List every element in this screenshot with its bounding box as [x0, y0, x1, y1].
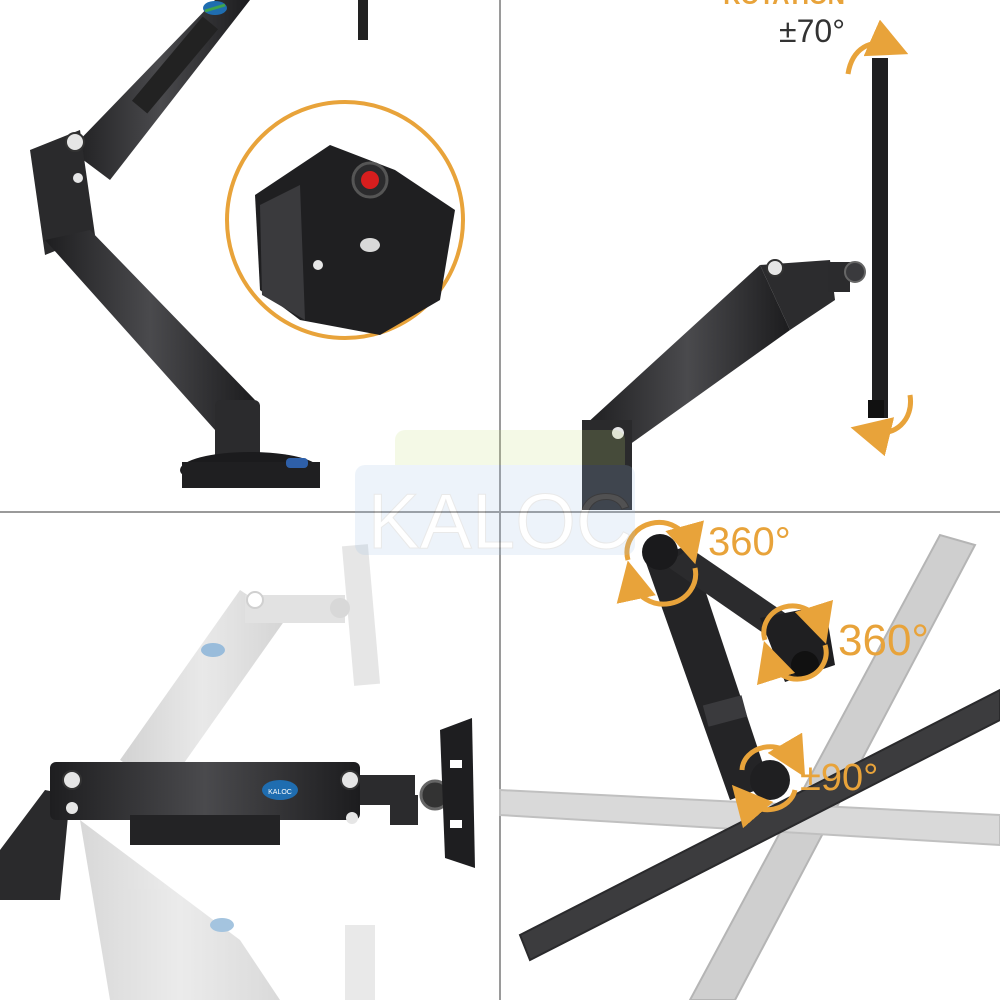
- vesa-slot-lower: [450, 820, 462, 828]
- vesa-plate: [440, 718, 475, 868]
- panel-bottom-left: KALOC: [0, 544, 475, 1000]
- zoomed-screw: [313, 260, 323, 270]
- column-screw: [612, 427, 624, 439]
- forearm-knuckle: [390, 795, 418, 825]
- monitor-ghost-diagonal: [688, 533, 977, 1000]
- kaloc-badge-text: KALOC: [268, 789, 292, 796]
- arm-screw-left-small: [66, 802, 78, 814]
- arm-main-segment: [585, 265, 790, 455]
- arm-column: [582, 420, 632, 510]
- monitor-side-profile: [872, 58, 888, 418]
- arm-screw-right-small: [346, 812, 358, 824]
- tilt-knob: [844, 261, 866, 283]
- vesa-slot: [450, 760, 462, 768]
- elbow-screw: [65, 132, 85, 152]
- panel-top-right: ROTATION ±70°: [582, 0, 914, 510]
- watermark: KALOC: [355, 430, 635, 566]
- rotation-heading: ROTATION: [723, 0, 845, 10]
- rotation-value: ±70°: [779, 13, 845, 49]
- top-joint: [642, 534, 678, 570]
- tilt-arrow-icon: [731, 732, 806, 829]
- swivel-arm-link: [645, 545, 770, 800]
- link-collar: [702, 695, 748, 727]
- tilt-label: ±90°: [800, 757, 878, 799]
- zoom-detail: [225, 100, 465, 340]
- elbow-screw-small: [73, 173, 83, 183]
- arm-forearm: [760, 260, 835, 330]
- wall-mount-hole: [791, 651, 819, 679]
- swivel-arrow-right-icon: [757, 599, 833, 686]
- panel-bottom-right: 360° 360° ±90°: [499, 520, 1000, 1000]
- watermark-blue-block: [355, 465, 635, 555]
- ghost-arm-lower: [80, 820, 375, 1000]
- zoomed-joint-face: [260, 185, 305, 320]
- top-bracket-edge: [358, 0, 368, 40]
- swivel-right-label: 360°: [838, 616, 929, 665]
- tilt-joint: [750, 760, 790, 800]
- arm-badge: [203, 1, 227, 15]
- watermark-brand-text: KALOC: [368, 477, 632, 565]
- arm-screw-right: [340, 770, 360, 790]
- swivel-arrow-top-icon: [616, 520, 704, 607]
- ghost-arm-upper: [120, 544, 381, 790]
- arm-screw-left: [62, 770, 82, 790]
- elbow-joint: [30, 130, 95, 255]
- gas-spring: [131, 16, 219, 114]
- watermark-green-block: [395, 430, 625, 540]
- red-release-button: [361, 171, 379, 189]
- swivel-top-label: 360°: [708, 520, 791, 564]
- rotation-arrow-bottom-icon: [850, 394, 914, 457]
- mount-pole: [215, 400, 260, 460]
- rotation-arrow-top-icon: [845, 19, 909, 75]
- arm-screw: [766, 259, 784, 277]
- base-badge: [286, 458, 308, 468]
- gas-spring-cover: [130, 815, 280, 845]
- zoomed-joint-housing: [255, 145, 455, 335]
- monitor-foot-edge: [868, 400, 884, 418]
- panel-top-left: [30, 0, 465, 488]
- lower-arm-segment: [45, 230, 255, 430]
- horizontal-arm: [50, 762, 360, 820]
- kaloc-badge: KALOC: [262, 780, 298, 800]
- zoomed-pin: [360, 238, 380, 252]
